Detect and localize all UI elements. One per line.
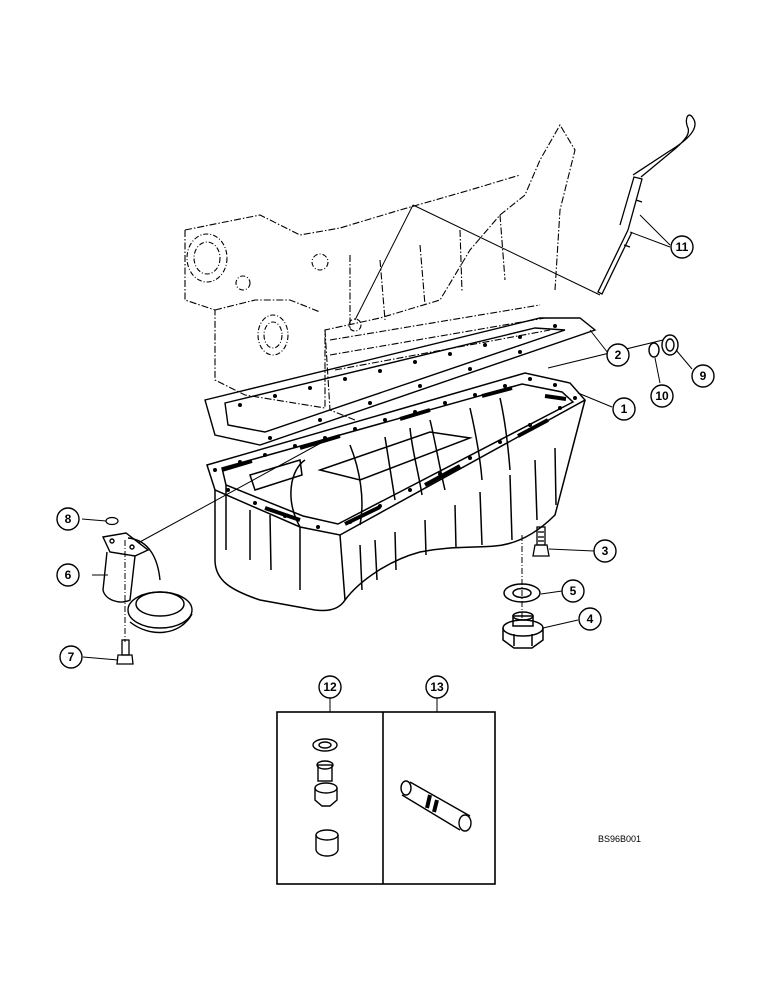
gasket-bolt-holes xyxy=(238,324,557,440)
oil-pan-flange-holes xyxy=(213,377,577,529)
svg-text:6: 6 xyxy=(65,568,72,582)
kit-13-drawings xyxy=(400,780,472,832)
svg-text:5: 5 xyxy=(570,584,577,598)
drain-bolt xyxy=(532,526,550,557)
oil-pan-dark-flange-segments xyxy=(221,386,567,526)
callout-6: 6 xyxy=(56,563,80,587)
svg-text:13: 13 xyxy=(430,680,444,694)
callout-12: 12 xyxy=(318,675,342,699)
drawing-id: BS96B001 xyxy=(598,834,641,844)
callout-13: 13 xyxy=(425,675,449,699)
svg-text:8: 8 xyxy=(65,512,72,526)
svg-text:7: 7 xyxy=(68,650,75,664)
oil-pickup xyxy=(101,532,193,634)
tube-plug xyxy=(661,334,679,356)
svg-text:10: 10 xyxy=(655,389,669,403)
pickup-alignment-line xyxy=(137,437,331,544)
svg-text:4: 4 xyxy=(587,612,594,626)
svg-text:2: 2 xyxy=(615,348,622,362)
callout-9: 9 xyxy=(691,364,715,388)
pickup-ring xyxy=(105,516,119,526)
svg-text:12: 12 xyxy=(323,680,337,694)
kit-inset-box xyxy=(276,711,496,885)
callout-2: 2 xyxy=(606,343,630,367)
callout-1: 1 xyxy=(612,397,636,421)
engine-bores xyxy=(186,233,362,356)
callout-11: 11 xyxy=(670,235,694,259)
callout-8: 8 xyxy=(56,507,80,531)
callout-5: 5 xyxy=(561,579,585,603)
dipstick xyxy=(597,114,696,295)
kit-12-drawings xyxy=(312,738,339,857)
leader-lines xyxy=(81,204,693,712)
callout-4: 4 xyxy=(578,607,602,631)
drain-plug xyxy=(502,611,544,649)
svg-text:9: 9 xyxy=(700,369,707,383)
callout-3: 3 xyxy=(593,539,617,563)
callout-10: 10 xyxy=(650,384,674,408)
pickup-bolt xyxy=(116,639,134,665)
tube-washer xyxy=(648,342,660,358)
svg-text:1: 1 xyxy=(621,402,628,416)
oil-pan xyxy=(206,372,587,612)
svg-text:11: 11 xyxy=(676,240,689,254)
gasket xyxy=(204,317,597,446)
callout-7: 7 xyxy=(59,645,83,669)
svg-text:3: 3 xyxy=(602,544,609,558)
